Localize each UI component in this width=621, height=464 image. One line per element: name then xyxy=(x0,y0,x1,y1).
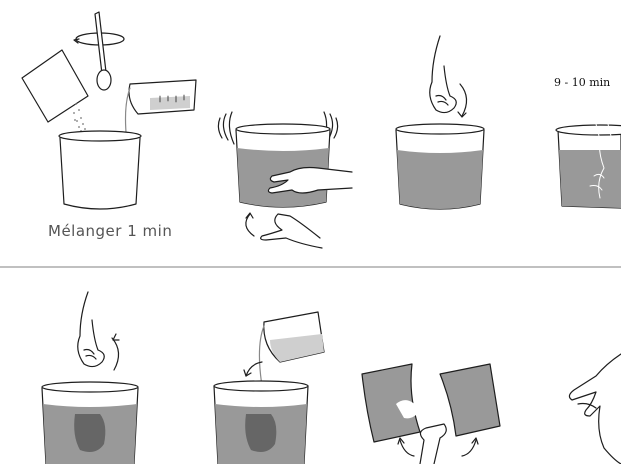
step1-mixing xyxy=(22,12,196,209)
step4-wait xyxy=(556,124,621,208)
step3-release xyxy=(396,36,484,209)
step6-pour xyxy=(214,312,324,464)
motion-arrow-icon xyxy=(246,213,254,236)
hand-icon xyxy=(261,214,322,248)
step8-result xyxy=(569,354,621,464)
mold-icon xyxy=(396,124,484,209)
measuring-jug-icon xyxy=(126,80,197,132)
motion-arrow-icon xyxy=(458,84,467,117)
hand-icon xyxy=(420,424,446,464)
mold-icon xyxy=(214,381,308,464)
hand-icon xyxy=(569,354,621,464)
step1-caption: Mélanger 1 min xyxy=(48,222,172,240)
step7-unmold xyxy=(362,364,500,464)
step4-timer-label: 9 - 10 min xyxy=(554,76,610,89)
measuring-jug-icon xyxy=(259,312,324,386)
mold-icon xyxy=(59,131,141,209)
step2-shake xyxy=(218,112,352,248)
motion-arrow-icon xyxy=(112,334,119,370)
hand-icon xyxy=(78,292,105,367)
stirring-stick-icon xyxy=(74,12,124,90)
mold-icon xyxy=(236,124,330,207)
mold-icon xyxy=(42,382,138,464)
hand-icon xyxy=(430,36,457,113)
powder-packet-icon xyxy=(22,50,88,132)
step5-release xyxy=(42,292,138,464)
